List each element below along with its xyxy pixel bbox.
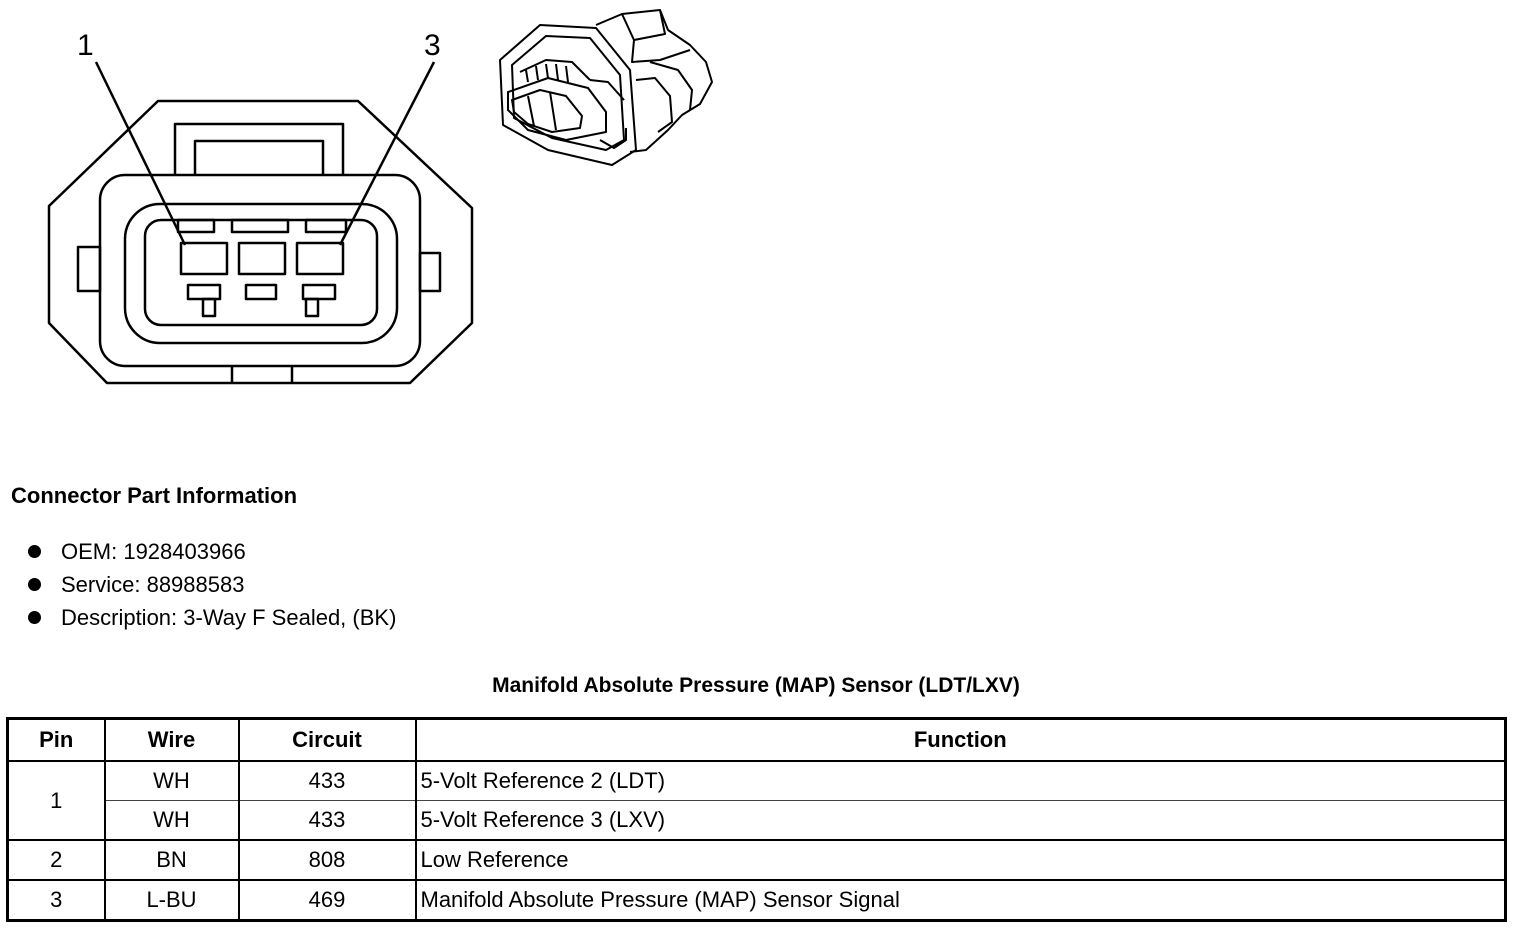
part-info-service: Service: 88988583: [28, 572, 628, 598]
cell-wire: L-BU: [103, 879, 240, 922]
cell-pin: 3: [6, 879, 106, 922]
cell-circuit: 433: [237, 800, 417, 841]
bullet-icon: [28, 545, 41, 558]
table-row: 1 WH 433 5-Volt Reference 2 (LDT): [6, 760, 1507, 841]
pin-table: Pin Wire Circuit Function 1 WH 433 5-Vol…: [6, 717, 1507, 922]
connector-latch: [173, 122, 345, 175]
header-circuit: Circuit: [237, 717, 417, 762]
connector-right-tab: [418, 251, 442, 293]
pin-3-callout: 3: [424, 29, 441, 62]
cell-function: 5-Volt Reference 3 (LXV): [414, 800, 1507, 841]
cell-circuit: 433: [237, 760, 417, 801]
table-row: 2 BN 808 Low Reference: [6, 839, 1507, 881]
table-row: 3 L-BU 469 Manifold Absolute Pressure (M…: [6, 879, 1507, 922]
cell-wire: WH: [103, 800, 240, 841]
pin-3-leader: [338, 61, 436, 246]
cell-circuit: 469: [237, 879, 417, 922]
pin-1-leader: [94, 61, 187, 246]
cell-wire: WH: [103, 760, 240, 801]
connector-left-tab: [76, 245, 102, 293]
terminal-cavity-3: [295, 241, 345, 276]
header-function: Function: [414, 717, 1507, 762]
pin-1-callout: 1: [77, 29, 94, 62]
terminal-cavity-1: [179, 241, 229, 276]
part-info-service-text: Service: 88988583: [61, 572, 245, 597]
cell-function: Manifold Absolute Pressure (MAP) Sensor …: [414, 879, 1507, 922]
cell-function: Low Reference: [414, 839, 1507, 881]
connector-isometric-illustration: [499, 9, 713, 166]
table-row: WH 433 5-Volt Reference 3 (LXV): [8, 800, 1507, 841]
bullet-icon: [28, 611, 41, 624]
cell-function: 5-Volt Reference 2 (LDT): [414, 760, 1507, 801]
cell-pin: 2: [6, 839, 106, 881]
part-info-oem-text: OEM: 1928403966: [61, 539, 246, 564]
connector-part-info-heading: Connector Part Information: [11, 483, 298, 508]
header-pin: Pin: [6, 717, 106, 762]
cell-pin: 1: [6, 760, 106, 841]
pin-table-title: Manifold Absolute Pressure (MAP) Sensor …: [492, 674, 1020, 697]
connector-face-diagram: 1 3: [47, 9, 713, 385]
part-info-description-text: Description: 3-Way F Sealed, (BK): [61, 605, 397, 630]
bullet-icon: [28, 578, 41, 591]
part-info-oem: OEM: 1928403966: [28, 539, 628, 565]
cell-wire: BN: [103, 839, 240, 881]
cell-circuit: 808: [237, 839, 417, 881]
terminal-cavity-2: [237, 241, 287, 276]
part-info-description: Description: 3-Way F Sealed, (BK): [28, 605, 628, 631]
pin-table-header-row: Pin Wire Circuit Function: [6, 717, 1507, 762]
header-wire: Wire: [103, 717, 240, 762]
